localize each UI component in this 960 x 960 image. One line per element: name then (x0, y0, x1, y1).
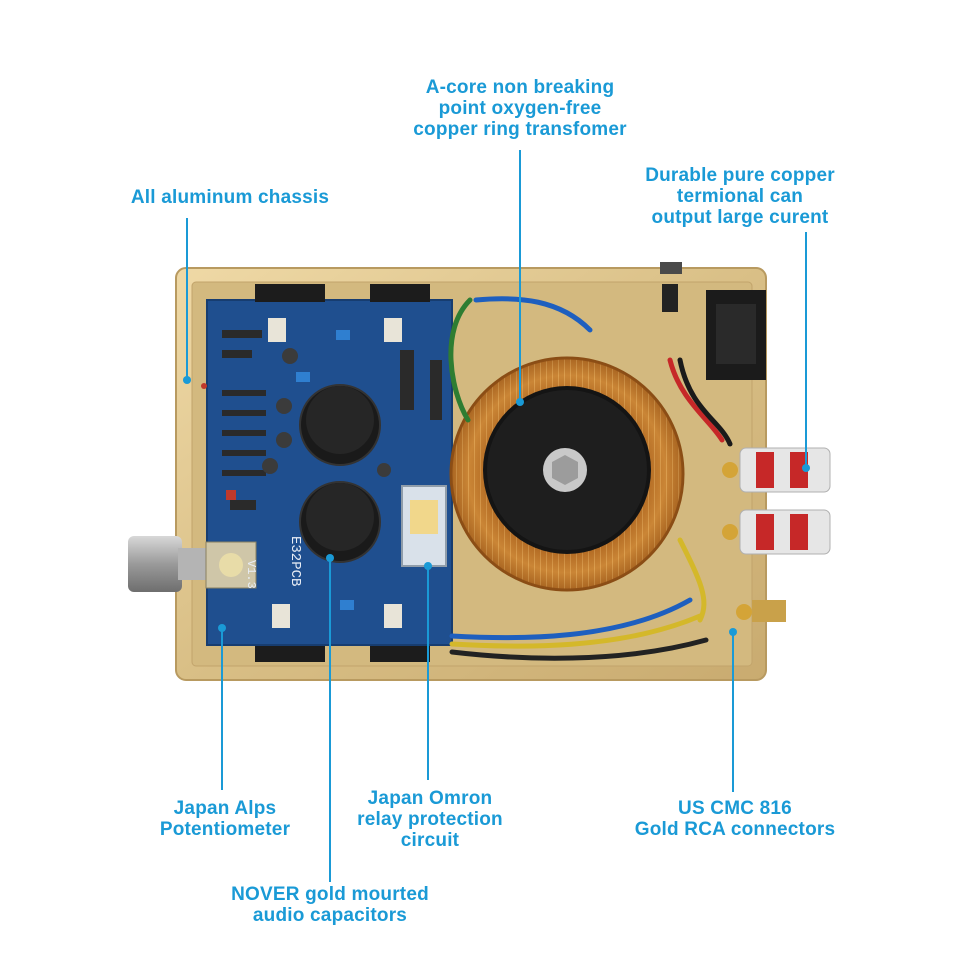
callout-capacitors: NOVER gold mourted audio capacitors (231, 884, 429, 926)
callout-leader-lines (186, 150, 807, 882)
power-inlet (662, 284, 766, 380)
speaker-terminals (722, 447, 831, 555)
callout-terminals: Durable pure copper termional can output… (645, 165, 835, 228)
omron-relay (401, 485, 447, 567)
amplifier-pcb: E32PCB V1.3 (201, 284, 453, 662)
transformer-wires (448, 296, 733, 661)
callout-dots (183, 376, 810, 636)
pcb-brand-label: E32PCB (287, 536, 303, 586)
alps-potentiometer (205, 541, 257, 589)
pcb-version-label: V1.3 (244, 560, 258, 589)
toroidal-transformer (449, 356, 685, 592)
audio-capacitors (299, 384, 381, 563)
callout-relay: Japan Omron relay protection circuit (357, 788, 503, 851)
callout-rca: US CMC 816 Gold RCA connectors (634, 798, 836, 840)
volume-knob (128, 536, 208, 592)
callout-transformer: A-core non breaking point oxygen-free co… (413, 77, 627, 140)
callout-chassis: All aluminum chassis (130, 187, 330, 208)
rca-connectors (736, 600, 786, 622)
callout-potentiometer: Japan Alps Potentiometer (159, 798, 291, 840)
